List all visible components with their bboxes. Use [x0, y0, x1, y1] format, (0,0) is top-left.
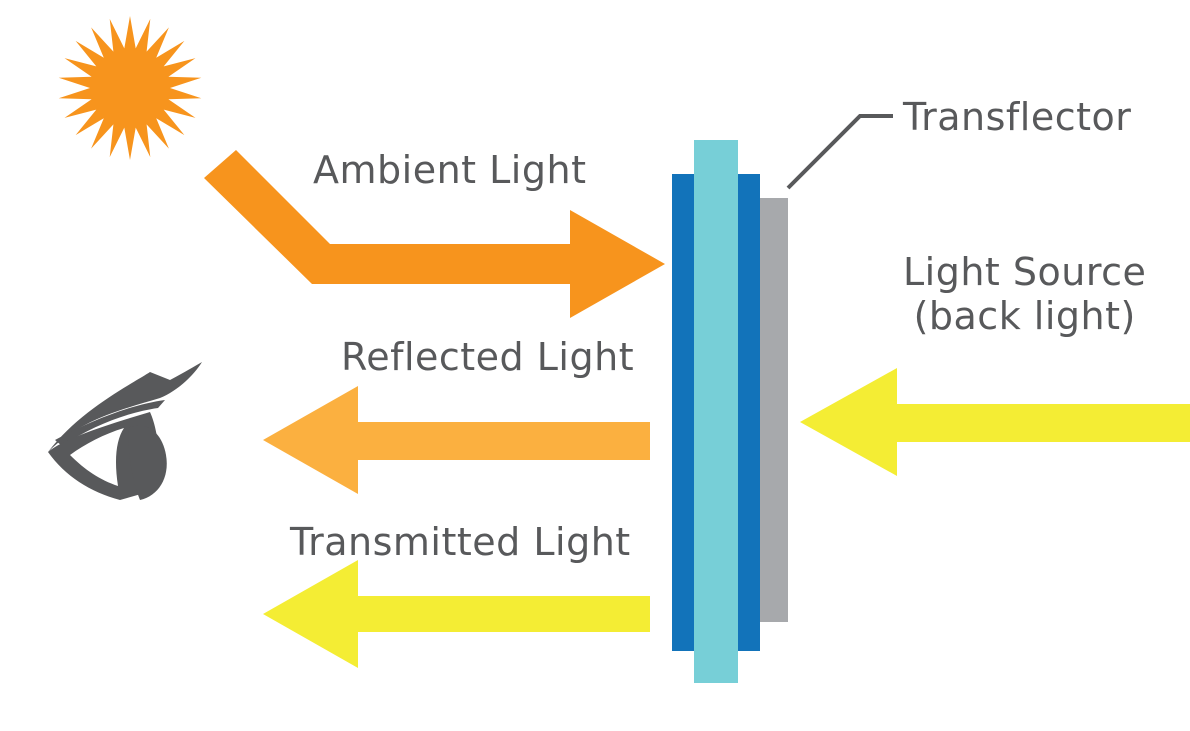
- front-polarizer: [672, 174, 698, 651]
- eye-icon: [48, 362, 202, 500]
- light-source-label-line2: (back light): [913, 294, 1136, 338]
- light-source-label: Light Source (back light): [903, 250, 1146, 338]
- transflector-label: Transflector: [903, 95, 1132, 139]
- transflector-leader-line: [786, 114, 893, 190]
- sun-icon: [58, 16, 202, 160]
- ambient-light-arrow: [204, 150, 665, 318]
- transflector-layer: [760, 198, 788, 622]
- transmitted-light-label: Transmitted Light: [290, 520, 631, 564]
- transmitted-light-arrow: [263, 560, 650, 668]
- light-source-label-line1: Light Source: [903, 250, 1147, 294]
- liquid-crystal-layer: [694, 140, 738, 683]
- reflected-light-arrow: [263, 386, 650, 494]
- backlight-arrow: [800, 368, 1190, 476]
- rear-polarizer: [734, 174, 760, 651]
- reflected-light-label: Reflected Light: [341, 335, 635, 379]
- ambient-light-label: Ambient Light: [313, 148, 587, 192]
